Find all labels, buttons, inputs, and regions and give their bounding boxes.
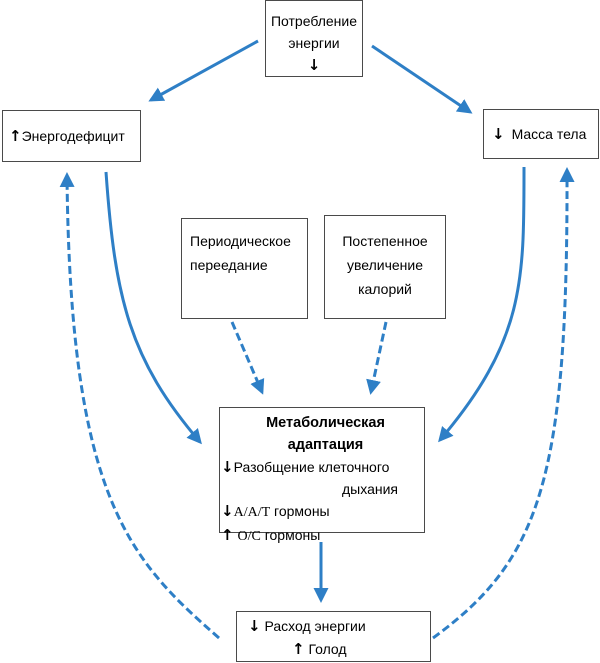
outcome-item-energy-expenditure-text: Расход энергии [264, 618, 366, 634]
node-energy-intake-line1: Потребление [270, 13, 358, 29]
node-outcome: ↓ Расход энергии ↑ Голод [236, 611, 431, 662]
arrow-down-icon: ↓ [307, 56, 321, 74]
metabolic-item-aat-text: гормоны [274, 503, 330, 519]
node-gradual-line2: увеличение [346, 257, 423, 273]
edge-body-mass-to-adaptation [438, 166, 526, 443]
edge-intake-to-body-mass [371, 44, 473, 114]
node-energy-deficit: ↑ Энергодефицит [2, 110, 141, 162]
edge-periodic-to-adaptation [230, 321, 265, 395]
arrow-down-icon: ↓ [221, 458, 234, 476]
node-metabolic-title-line1: Метаболическая [266, 415, 385, 431]
metabolic-item-oc-text: гормоны [264, 527, 321, 543]
arrow-up-icon: ↑ [292, 640, 305, 658]
outcome-item-hunger-text: Голод [308, 641, 347, 657]
metabolic-item-uncoupling-text1: Разобщение клеточного [233, 459, 390, 475]
metabolic-item-uncoupling-text2: дыхания [342, 481, 398, 497]
metabolic-item-oc-abbr: O/C [237, 529, 261, 544]
arrow-down-icon: ↓ [492, 125, 505, 143]
outcome-item-energy-expenditure: ↓ Расход энергии [237, 615, 430, 638]
node-body-mass-label: Масса тела [511, 126, 587, 142]
node-periodic-overeating: Периодическое переедание [181, 218, 308, 319]
arrow-up-icon: ↑ [221, 526, 234, 544]
node-metabolic-title-line2: адаптация [287, 437, 364, 453]
node-gradual-line1: Постепенное [342, 233, 428, 249]
node-gradual-calorie-increase: Постепенное увеличение калорий [324, 215, 446, 319]
edge-gradual-to-adaptation [366, 321, 388, 395]
arrow-down-icon: ↓ [221, 502, 234, 520]
node-energy-deficit-label: Энергодефицит [21, 128, 125, 144]
edge-deficit-to-adaptation [104, 171, 202, 445]
edge-intake-to-deficit [148, 39, 259, 102]
outcome-item-hunger: ↑ Голод [237, 638, 430, 661]
metabolic-item-oc-hormones: ↑ O/C гормоны [221, 524, 420, 548]
edge-outcome-to-body-mass [432, 167, 575, 640]
node-periodic-line2: переедание [190, 257, 268, 273]
node-gradual-line3: калорий [358, 281, 412, 297]
node-periodic-line1: Периодическое [190, 233, 291, 249]
metabolic-item-uncoupling: ↓Разобщение клеточного [221, 456, 420, 478]
metabolic-item-aat-abbr: A/A/T [233, 505, 271, 520]
node-energy-intake-line2: энергии [288, 35, 340, 51]
node-metabolic-adaptation: Метаболическая адаптация ↓Разобщение кле… [219, 407, 425, 544]
node-body-mass: ↓ Масса тела [483, 109, 599, 159]
edge-outcome-to-deficit [59, 172, 220, 640]
node-energy-intake: Потребление энергии ↓ [265, 0, 363, 77]
arrow-up-icon: ↑ [9, 127, 22, 145]
metabolic-item-aat-hormones: ↓A/A/T гормоны [221, 500, 420, 524]
arrow-down-icon: ↓ [248, 617, 261, 635]
